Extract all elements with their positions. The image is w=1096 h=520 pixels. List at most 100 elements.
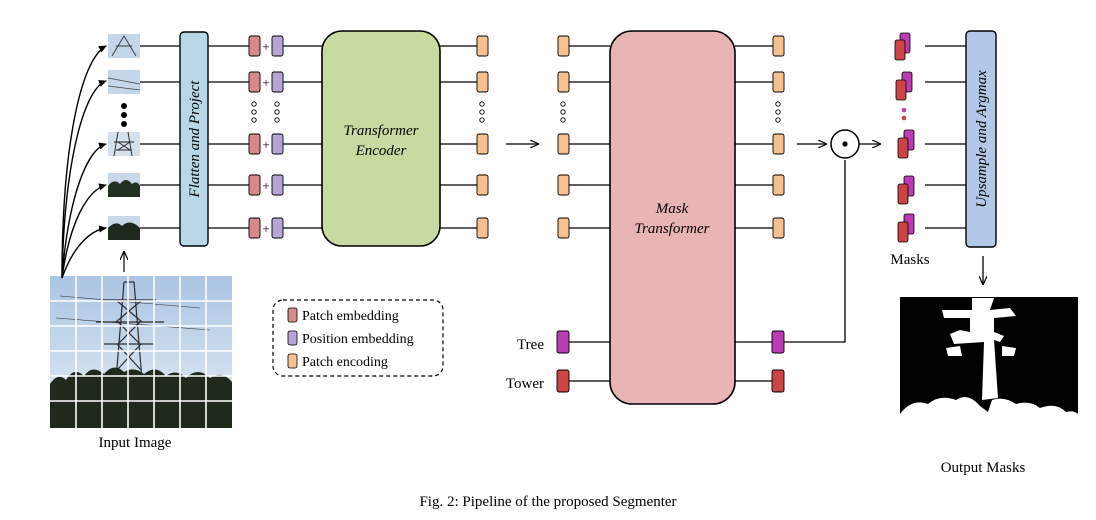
input-image: [50, 276, 232, 428]
connectors-masks-to-upsample: [925, 45, 966, 229]
connectors-patch-to-flatten: [140, 45, 180, 229]
patch-encoding-tokens-decoder-output: [772, 35, 785, 239]
class-embedding-tower-output: [771, 369, 785, 393]
plus-sign: +: [262, 75, 269, 90]
token-pair: +: [248, 174, 284, 196]
plus-sign: +: [262, 39, 269, 54]
segmented-trees: [900, 397, 1078, 452]
legend: Patch embedding Position embedding Patch…: [272, 299, 444, 377]
embedding-tokens: + + + + +: [248, 35, 284, 239]
patch-encoding-token: [557, 174, 570, 196]
connectors-embeddings-to-encoder: [283, 45, 322, 229]
class-embedding-tree-output: [771, 330, 785, 354]
plus-sign: +: [262, 178, 269, 193]
patch-encoding-token: [476, 174, 489, 196]
token-pair: +: [248, 217, 284, 239]
position-embedding-token: [271, 71, 284, 93]
patch-fan-arrows: [61, 45, 107, 279]
legend-item-position-embedding: Position embedding: [287, 330, 414, 347]
token-pair: +: [248, 71, 284, 93]
trees: [50, 367, 232, 428]
plus-sign: +: [262, 221, 269, 236]
patch-encoding-token: [772, 174, 785, 196]
position-embedding-token: [271, 217, 284, 239]
mask-stack: [897, 175, 915, 205]
flatten-project-block: [179, 31, 209, 247]
patch-encoding-token: [772, 217, 785, 239]
transformer-encoder-label-line1: Transformer: [343, 123, 418, 139]
legend-label: Patch embedding: [302, 309, 399, 324]
ellipsis-dots: [901, 107, 907, 121]
mask-transformer-label-line2: Transformer: [634, 221, 709, 237]
patch-embedding-token: [248, 217, 261, 239]
patch-encoding-tokens-decoder-input: [557, 35, 570, 239]
ellipsis-dots: [479, 101, 485, 123]
patch-encoding-token: [476, 217, 489, 239]
class-label-tower: Tower: [506, 376, 544, 392]
patch-embedding-token: [248, 71, 261, 93]
patch-thumbnail: [107, 70, 141, 94]
patch-embedding-token: [248, 133, 261, 155]
input-image-label: Input Image: [99, 435, 172, 451]
connector-class-to-dot-product: [784, 160, 846, 343]
legend-label: Position embedding: [302, 332, 414, 347]
ellipsis-dots: [560, 101, 566, 123]
mask-stacks: [894, 32, 915, 243]
patch-encoding-token: [476, 133, 489, 155]
patch-encoding-token: [557, 217, 570, 239]
position-embedding-token: [271, 174, 284, 196]
patch-encoding-token: [772, 35, 785, 57]
legend-item-patch-embedding: Patch embedding: [287, 307, 399, 324]
figure-caption: Fig. 2: Pipeline of the proposed Segment…: [419, 494, 676, 510]
patch-thumbnail: [108, 173, 140, 197]
patch-thumbnail: [108, 131, 140, 157]
patch-encoding-token: [476, 71, 489, 93]
connectors-encoder-to-encodings: [440, 45, 477, 229]
legend-label: Patch encoding: [302, 355, 388, 370]
output-mask-image: [900, 297, 1078, 452]
ellipsis-dots: [775, 101, 781, 123]
patch-thumbnail: [108, 34, 140, 58]
patch-thumbnails: [107, 34, 141, 240]
legend-box: [272, 299, 444, 377]
patch-encoding-token: [476, 35, 489, 57]
mask-stack: [897, 213, 915, 243]
transformer-encoder-block: [321, 30, 441, 247]
transformer-encoder-label-line2: Encoder: [355, 143, 407, 159]
patch-encoding-token: [772, 71, 785, 93]
mask-stack: [897, 129, 915, 159]
patch-thumbnail: [108, 216, 140, 240]
legend-item-patch-encoding: Patch encoding: [287, 353, 388, 370]
patch-encoding-tokens-encoder: [476, 35, 489, 239]
mask-stack: [894, 32, 911, 61]
token-pair: +: [248, 35, 284, 57]
patch-embedding-token: [248, 174, 261, 196]
connectors-flatten-to-embeddings: [208, 45, 249, 229]
patch-encoding-token: [772, 133, 785, 155]
tower-silhouette: [55, 281, 211, 381]
patch-encoding-token: [557, 133, 570, 155]
patch-encoding-token: [557, 71, 570, 93]
mask-transformer-block: [609, 30, 736, 405]
class-token-tree: [556, 330, 570, 354]
position-embedding-token: [271, 35, 284, 57]
class-label-tree: Tree: [517, 337, 544, 353]
position-embedding-token: [271, 133, 284, 155]
token-pair: +: [248, 133, 284, 155]
masks-label: Masks: [890, 252, 929, 268]
dot-product-center: [842, 141, 848, 147]
upsample-argmax-block: [965, 30, 997, 248]
connectors-to-mask-transformer: [569, 45, 610, 382]
mask-stack: [895, 71, 913, 101]
output-masks-label: Output Masks: [941, 460, 1026, 476]
upsample-argmax-label: Upsample and Argmax: [974, 70, 990, 208]
plus-sign: +: [262, 137, 269, 152]
patch-embedding-token: [248, 35, 261, 57]
ellipsis-dots: [251, 101, 280, 123]
patch-grid: [50, 276, 232, 428]
patch-encoding-token: [557, 35, 570, 57]
segmented-tower: [942, 298, 1016, 400]
ellipsis-dots: [121, 103, 127, 127]
class-token-tower: [556, 369, 570, 393]
